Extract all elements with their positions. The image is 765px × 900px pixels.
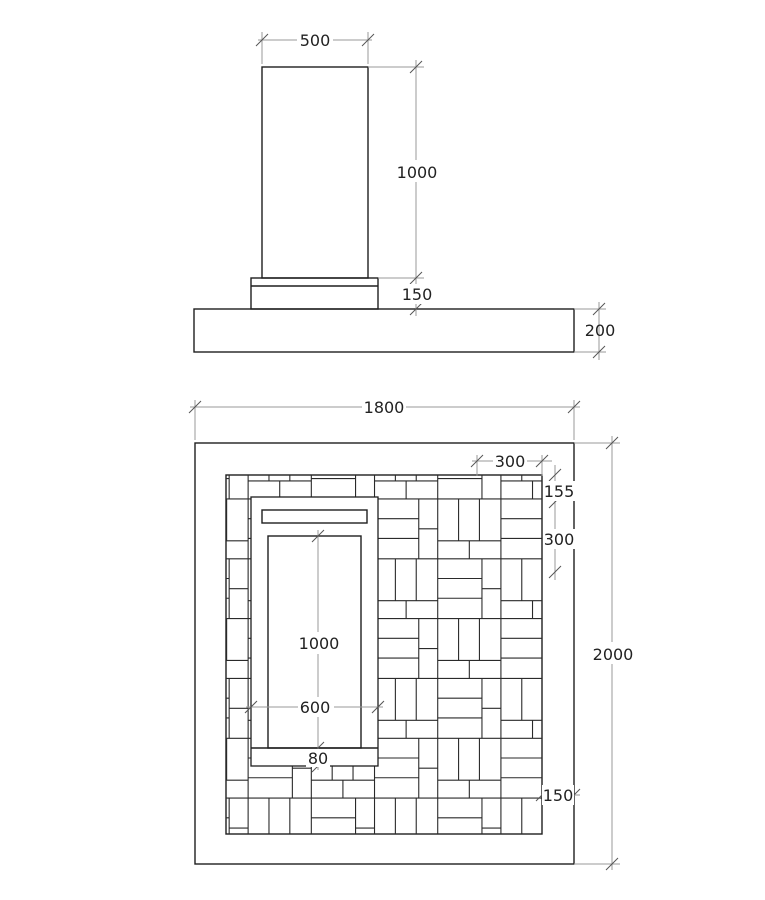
dimension-2000: 2000 (574, 436, 636, 871)
paving-cell (500, 677, 542, 739)
dimension-150-plan: 150 (535, 785, 581, 805)
dimension-1800: 1800 (188, 397, 581, 440)
paving-cell (437, 498, 501, 559)
dim-label-2000: 2000 (593, 645, 634, 664)
dim-label-155: 155 (544, 482, 575, 501)
paving-cell (310, 475, 357, 499)
paving-cell (500, 737, 542, 799)
dim-label-150-plan: 150 (543, 786, 574, 805)
dim-label-150-elevation: 150 (402, 285, 433, 304)
dimension-1000-plan: 1000 (298, 529, 340, 770)
paving-cell (437, 677, 501, 739)
dimension-80: 80 (306, 741, 330, 773)
elevation-plinth (250, 277, 379, 310)
elevation-column (261, 66, 369, 279)
paving-cell (437, 475, 483, 499)
paving-cell (437, 797, 501, 834)
dimension-200: 200 (574, 302, 615, 360)
paving-cell (226, 498, 249, 542)
paving-cell (247, 797, 312, 834)
dimension-150-elevation: 150 (401, 284, 433, 316)
dim-label-1000-elevation: 1000 (397, 163, 438, 182)
paving-cell (500, 558, 542, 619)
dim-label-1000-plan: 1000 (299, 634, 340, 653)
paving-cell (226, 737, 249, 781)
paving-cell (373, 737, 438, 799)
dim-label-1800: 1800 (364, 398, 405, 417)
paving-cell (500, 498, 542, 559)
plan-paving-area (225, 474, 543, 835)
paving-cell (247, 475, 312, 499)
paving-cell (500, 475, 542, 499)
paving-cell (437, 558, 501, 619)
paving-cell (500, 797, 542, 834)
dim-label-200: 200 (585, 321, 616, 340)
paving-cell (226, 618, 249, 662)
paving-cell (437, 737, 501, 799)
elevation-view: 500 1000 150 200 (193, 30, 615, 360)
dim-label-600: 600 (300, 698, 331, 717)
plan-outer-border (194, 442, 575, 865)
dim-label-300-width: 300 (495, 452, 526, 471)
dimension-155-300-chain: 155 300 (544, 465, 576, 580)
dim-label-500: 500 (300, 31, 331, 50)
paving-cell (437, 618, 501, 679)
paving-cell (226, 475, 230, 499)
dimension-1000-elevation: 1000 (368, 60, 438, 285)
plan-slab (250, 496, 379, 767)
paving-cell (373, 618, 438, 679)
paving-cell (500, 618, 542, 679)
paving-cell (373, 498, 438, 559)
dimension-300-width: 300 (470, 451, 552, 476)
plan-view: 1800 2000 300 1 (188, 397, 636, 871)
paving-cell (226, 558, 249, 619)
paving-cell (373, 475, 438, 499)
dim-label-300-height: 300 (544, 530, 575, 549)
dimension-600: 600 (244, 697, 385, 717)
paving-cell (373, 558, 438, 619)
dim-label-80: 80 (308, 749, 328, 768)
paving-cell (226, 677, 249, 739)
paving-cell (226, 797, 249, 834)
paving-cell (373, 797, 438, 834)
paving-cell (373, 677, 438, 739)
paving-cell (310, 797, 375, 834)
elevation-base-slab (193, 308, 575, 353)
dimension-500: 500 (255, 30, 375, 64)
